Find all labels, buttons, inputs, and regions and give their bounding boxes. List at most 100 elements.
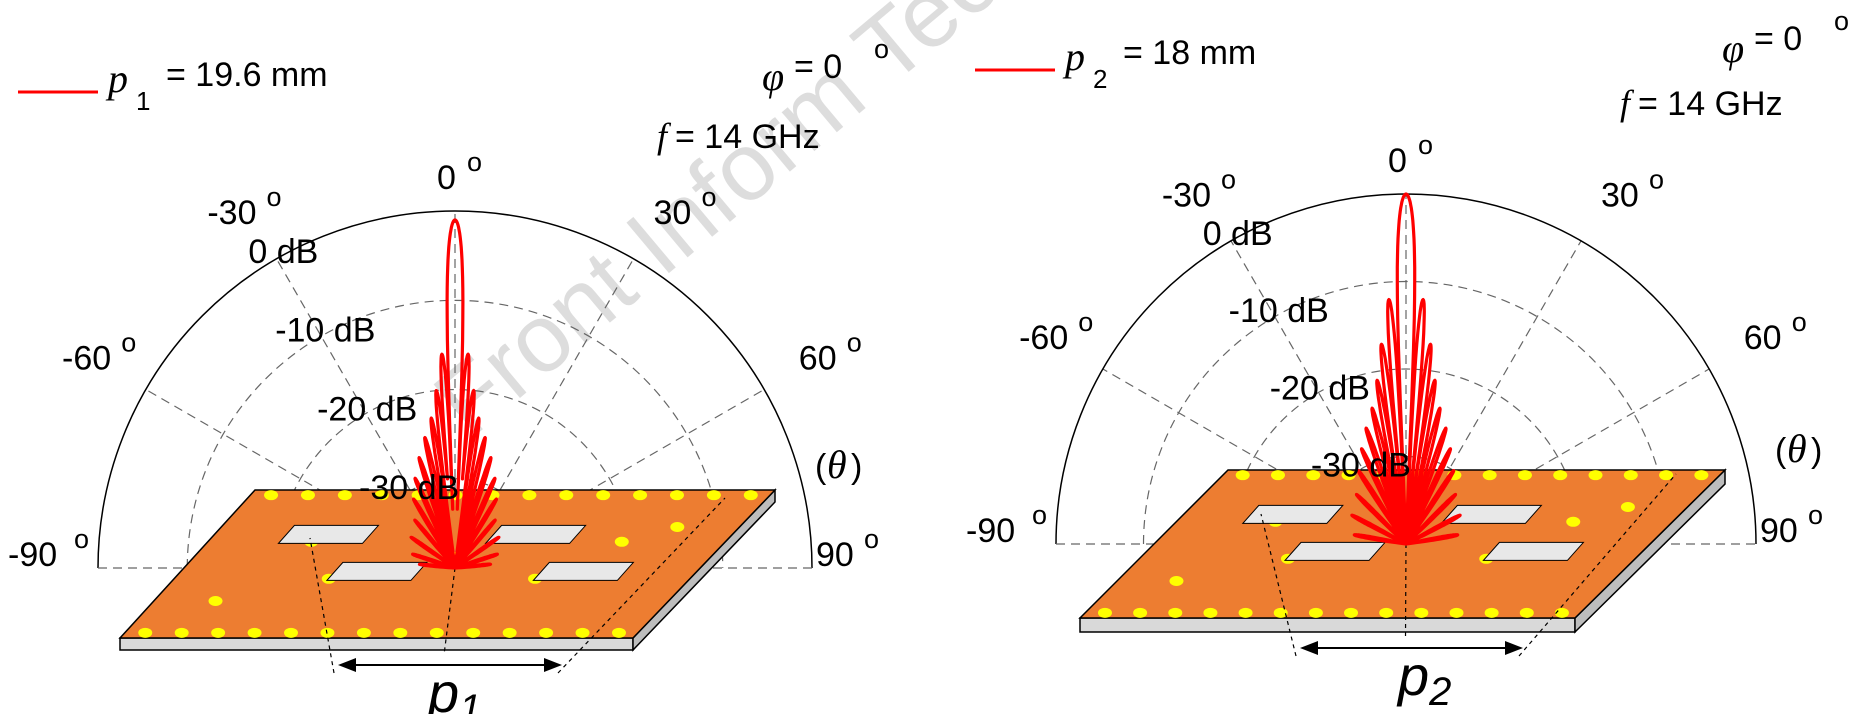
slot [1283,541,1387,561]
period-subscript: 2 [1428,670,1451,714]
via-dot [211,627,226,638]
slot [1241,504,1344,524]
via-dot [1341,470,1356,481]
via-dot [393,627,408,638]
via-dot [356,627,371,638]
via-dot [575,627,590,638]
via-dot [614,536,629,547]
via-dot [374,490,389,501]
theta-symbol: θ [827,442,847,487]
via-dot [611,627,626,638]
ring-label: -20 dB [1270,369,1370,407]
legend-value: = 19.6 mm [166,56,328,94]
freq-symbol: f [1620,83,1635,123]
legend-symbol: p [1062,34,1085,79]
angle-tick-degree: o [467,147,482,177]
via-dot [1414,607,1429,618]
via-dot [1588,470,1603,481]
ring-label: 0 dB [248,233,318,271]
period-arrow-head-left [338,658,356,672]
via-dot [284,627,299,638]
outer-arc [97,210,813,569]
period-arrow-head-left [1300,641,1318,655]
angle-tick-degree: o [702,182,717,212]
angle-tick-degree: o [1418,130,1433,160]
via-dot [743,490,758,501]
via-dot [1659,470,1674,481]
board-front-edge [119,637,634,651]
radial-gridline [1102,368,1407,545]
angle-tick-degree: o [864,524,879,554]
angle-tick-label: 30 [1601,176,1639,214]
via-dot [466,627,481,638]
via-dot [1097,607,1112,618]
ring-label: -30 dB [359,469,459,507]
theta-symbol: θ [1787,426,1807,471]
angle-tick-label: -90 [8,536,57,574]
angle-tick-degree: o [1792,307,1807,337]
via-dot [1273,607,1288,618]
radial-gridline [1405,368,1710,545]
via-dot [174,627,189,638]
via-dot [1694,470,1709,481]
theta-open: ( [1775,432,1787,470]
via-dot [1620,502,1635,512]
ring-gridline [365,478,545,569]
angle-tick-degree: o [121,328,136,358]
via-dot [429,627,444,638]
via-dot [1306,470,1321,481]
angle-tick-label: -30 [207,194,256,232]
pattern-series [409,218,501,570]
theta-open: ( [815,448,827,486]
ring-label: -30 dB [1311,447,1411,485]
angle-tick-label: 90 [816,536,854,574]
theta-close: ) [1811,432,1822,470]
angle-tick-label: 0 [1388,142,1407,180]
slot [484,524,587,544]
period-label: p1 [426,661,481,714]
angle-tick-degree: o [74,524,89,554]
angle-tick-degree: o [1078,307,1093,337]
legend-symbol: p [105,56,128,101]
angle-tick-label: 30 [654,194,692,232]
angle-tick-label: 60 [1744,319,1782,357]
phi-symbol: φ [762,54,784,99]
via-dot [1566,516,1581,527]
freq-symbol: f [657,116,672,156]
angle-tick-label: 60 [799,340,837,378]
via-dot [1554,607,1569,618]
via-dot [522,490,537,501]
via-dot [1235,470,1250,481]
slot [532,561,635,581]
via-dot [1484,607,1499,618]
angle-tick-degree: o [267,182,282,212]
via-dot [1553,470,1568,481]
freq-value: = 14 GHz [1638,85,1783,123]
period-subscript: 1 [459,687,481,714]
radial-gridline [1230,240,1407,545]
ring-label: -10 dB [1229,292,1329,330]
ring-gridline [1230,368,1582,545]
period-guide-left [309,537,335,674]
angle-tick-label: 90 [1760,512,1798,550]
angle-tick-degree: o [1808,500,1823,530]
period-symbol: p [1396,644,1429,707]
period-symbol: p [426,661,459,714]
period-arrow-head-right [544,658,562,672]
pattern-series [1350,192,1462,546]
board-front-edge [1079,617,1576,633]
slot [277,524,380,544]
ring-label: 0 dB [1203,215,1273,253]
via-dot [670,522,685,532]
via-dot [300,490,315,501]
phi-value: = 0 [794,48,842,86]
via-dot [596,490,611,501]
theta-close: ) [851,448,862,486]
legend-subscript: 1 [136,86,150,116]
via-dot [1169,576,1184,586]
via-dot [1270,470,1285,481]
via-dot [1517,470,1532,481]
